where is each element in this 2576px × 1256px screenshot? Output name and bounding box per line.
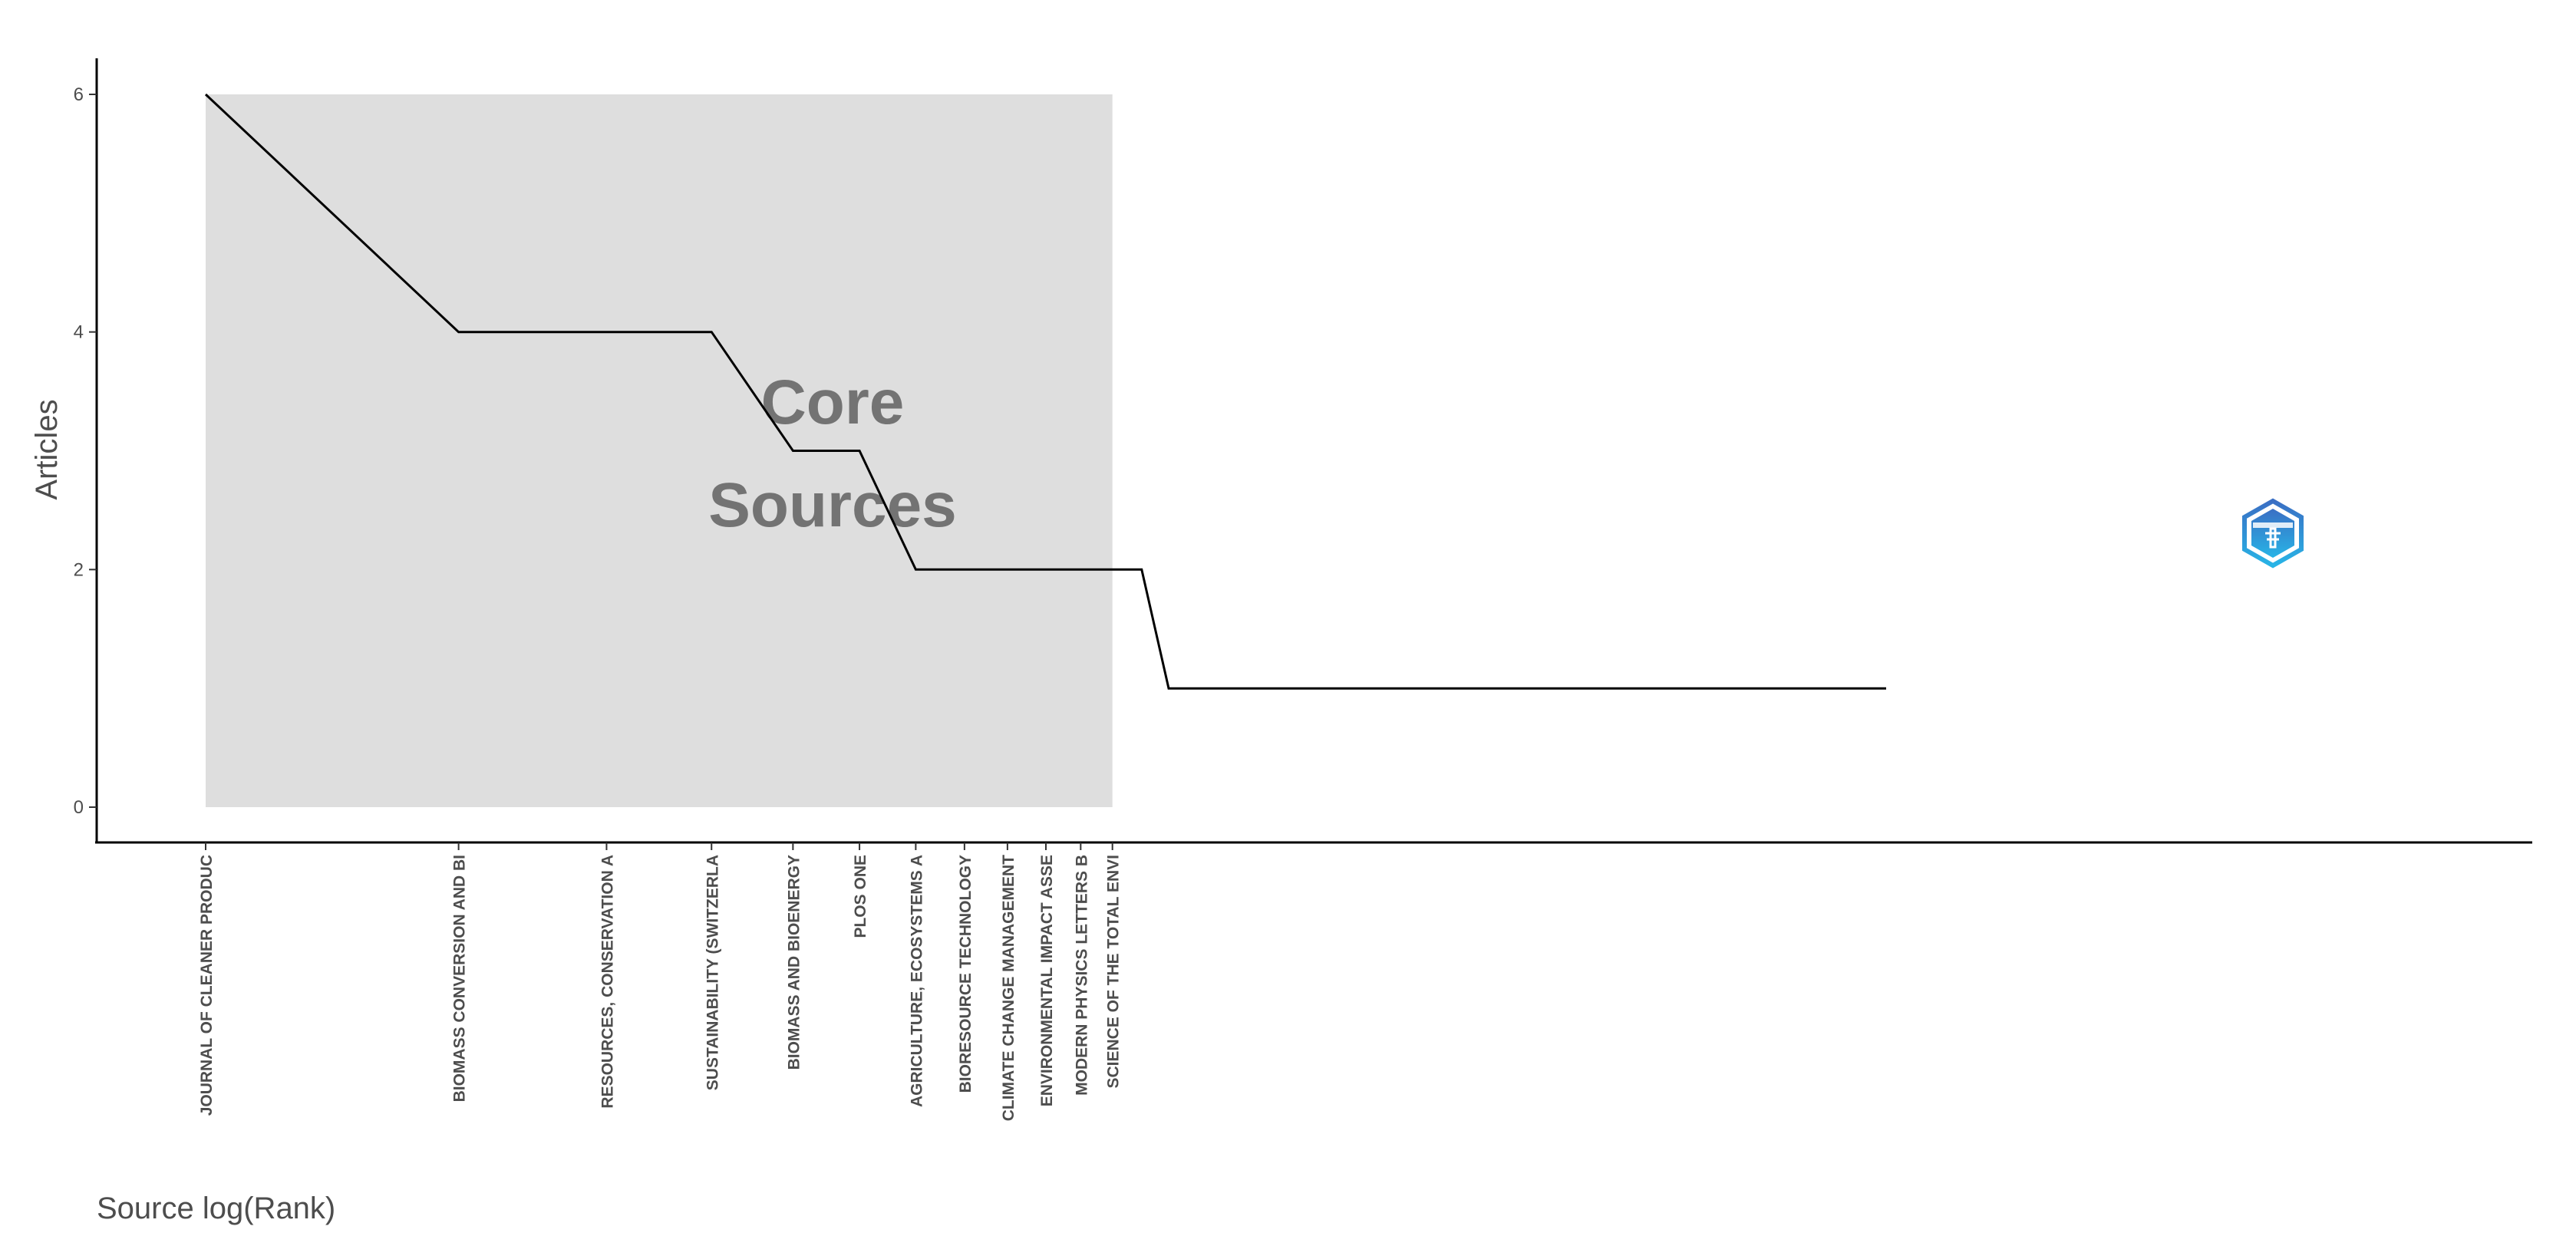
x-tick-label: ENVIRONMENTAL IMPACT ASSE [1038,855,1056,1106]
x-tick-label: BIOMASS AND BIOENERGY [785,855,803,1070]
logo-banner [2253,523,2293,528]
x-tick-label: RESOURCES, CONSERVATION A [599,855,616,1109]
x-tick-label: CLIMATE CHANGE MANAGEMENT [1000,855,1018,1121]
core-zone-label-line-1: Core [761,368,905,437]
x-tick-label: MODERN PHYSICS LETTERS B [1073,855,1090,1096]
bibliometrix-hexagon-logo-icon [2242,498,2304,569]
x-tick-label: JOURNAL OF CLEANER PRODUC [198,855,216,1116]
x-tick-label: SUSTAINABILITY (SWITZERLA [704,855,721,1090]
logo-emblem [2265,527,2281,549]
core-sources-zone-layer [206,94,1113,807]
x-axis-title: Source log(Rank) [97,1192,335,1225]
y-tick-label: 2 [74,559,84,580]
series-line-layer [204,93,1886,690]
articles-by-rank-line [204,93,1886,690]
x-tick-label: PLOS ONE [852,855,869,938]
y-axis-title: Articles [30,399,64,499]
core-sources-zone [206,94,1113,807]
y-tick-label: 6 [74,84,84,105]
y-tick-label: 4 [74,322,84,343]
core-zone-label-line-2: Sources [708,470,957,540]
y-tick-label: 0 [74,797,84,818]
x-tick-label: BIORESOURCE TECHNOLOGY [957,855,975,1093]
x-tick-label: SCIENCE OF THE TOTAL ENVI [1105,855,1123,1089]
x-tick-label: BIOMASS CONVERSION AND BI [451,855,469,1102]
axes-layer [95,58,2532,844]
x-ticks-layer: JOURNAL OF CLEANER PRODUC BIOMASS CONVERS… [198,842,1123,1121]
y-ticks-layer: 0 2 4 6 [74,84,97,818]
x-tick-label: AGRICULTURE, ECOSYSTEMS A [908,855,925,1107]
